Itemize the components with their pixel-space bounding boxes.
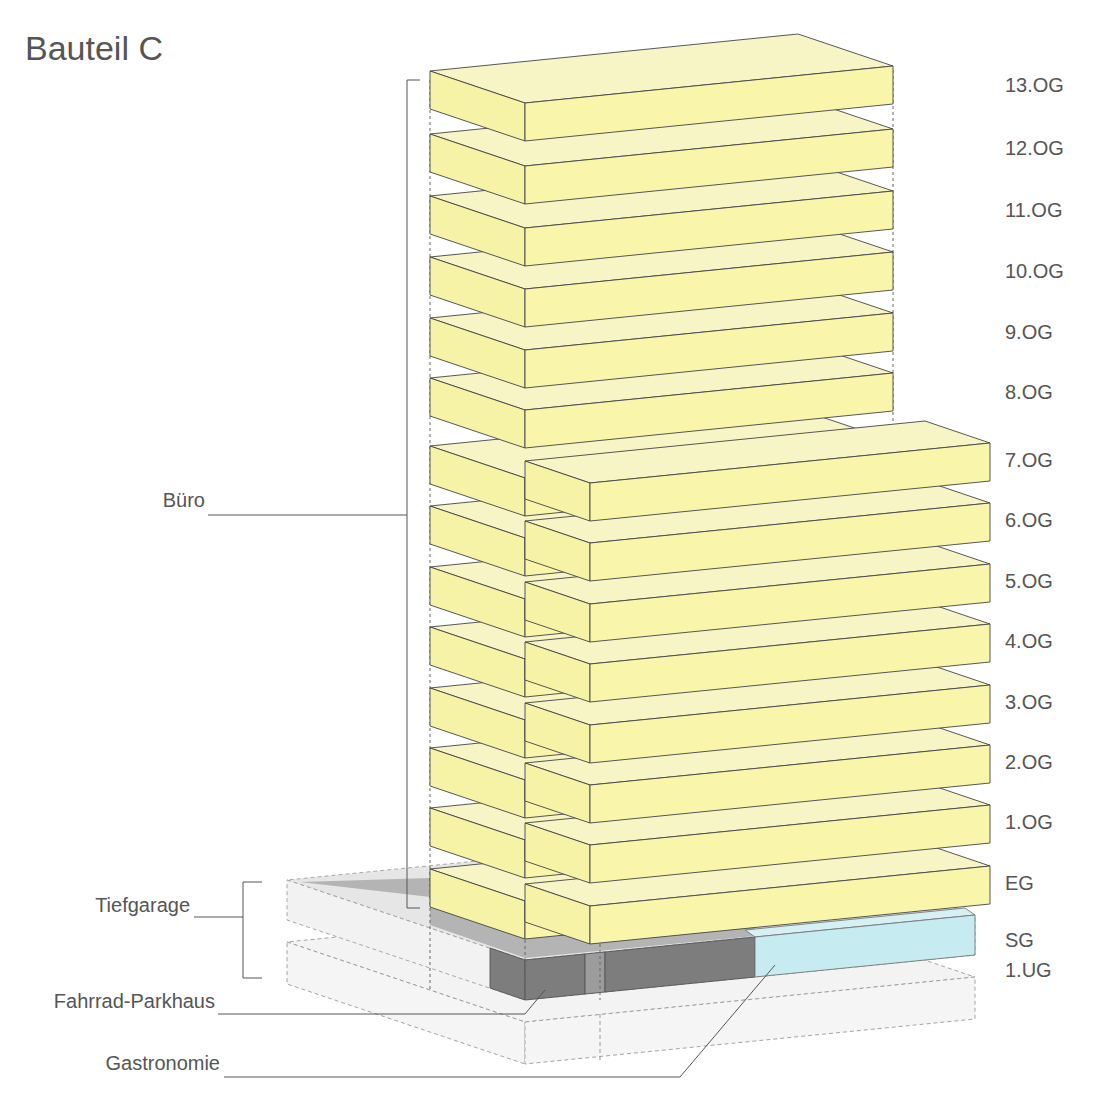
basement-joint	[600, 1014, 601, 1062]
slab-side	[430, 71, 525, 141]
leader-line	[194, 917, 243, 918]
wing-front	[590, 564, 990, 642]
floor-label: 1.OG	[1005, 812, 1053, 832]
bracket	[243, 882, 262, 978]
slab-side	[430, 446, 525, 516]
slab-front	[525, 129, 893, 204]
floor-label: 9.OG	[1005, 322, 1053, 342]
use-label: Tiefgarage	[95, 895, 190, 915]
wing-side	[525, 823, 590, 883]
floor-label: 12.OG	[1005, 138, 1064, 158]
bicycle-block-front	[525, 954, 585, 1000]
floor-label: 10.OG	[1005, 261, 1064, 281]
use-label: Gastronomie	[106, 1053, 221, 1073]
wing-side	[525, 461, 590, 521]
floor-label: 2.OG	[1005, 752, 1053, 772]
floor-label: 11.OG	[1005, 200, 1062, 220]
slab-side	[430, 318, 525, 388]
floor-label: 5.OG	[1005, 571, 1053, 591]
leader-line	[224, 965, 775, 1077]
leader-line	[208, 515, 407, 516]
wing-side	[525, 642, 590, 702]
slab-side	[430, 748, 525, 818]
floor-label: 1.UG	[1005, 960, 1052, 980]
wing-front	[590, 866, 990, 944]
wing-side	[525, 582, 590, 642]
slab-side	[430, 506, 525, 576]
bicycle-block-joint	[585, 952, 605, 994]
floor-label: 8.OG	[1005, 382, 1053, 402]
floor-label: EG	[1005, 873, 1034, 893]
wing-front	[590, 685, 990, 763]
floor-label: 4.OG	[1005, 631, 1053, 651]
slab-side	[430, 808, 525, 878]
slab-front	[525, 313, 893, 388]
floor-label: 7.OG	[1005, 450, 1053, 470]
slab-front	[525, 191, 893, 266]
bracket	[407, 80, 420, 908]
slab-side	[430, 869, 525, 939]
use-label: Fahrrad-Parkhaus	[54, 991, 215, 1011]
floor-label: 3.OG	[1005, 692, 1053, 712]
floor-label: 13.OG	[1005, 75, 1064, 95]
slab-side	[430, 257, 525, 327]
use-label: Büro	[163, 490, 205, 510]
floor-slab	[430, 34, 893, 141]
bicycle-block-front	[605, 937, 755, 992]
wing-side	[525, 763, 590, 823]
bicycle-block-side	[490, 948, 525, 1000]
slab-side	[430, 134, 525, 204]
slab-side	[430, 378, 525, 448]
floor-label: 6.OG	[1005, 510, 1053, 530]
wing-side	[525, 703, 590, 763]
wing-front	[590, 443, 990, 521]
slab-side	[430, 196, 525, 266]
slab-front	[525, 373, 893, 448]
title: Bauteil C	[25, 31, 163, 65]
slab-group	[430, 34, 990, 944]
slab-side	[430, 627, 525, 697]
leader-line	[218, 990, 545, 1014]
slab-side	[430, 567, 525, 637]
floor-label: SG	[1005, 930, 1034, 950]
leader-group	[194, 80, 775, 1077]
wing-side	[525, 884, 590, 944]
slab-front	[525, 252, 893, 327]
slab-front	[525, 66, 893, 141]
slab-side	[430, 688, 525, 758]
wing-side	[525, 521, 590, 581]
